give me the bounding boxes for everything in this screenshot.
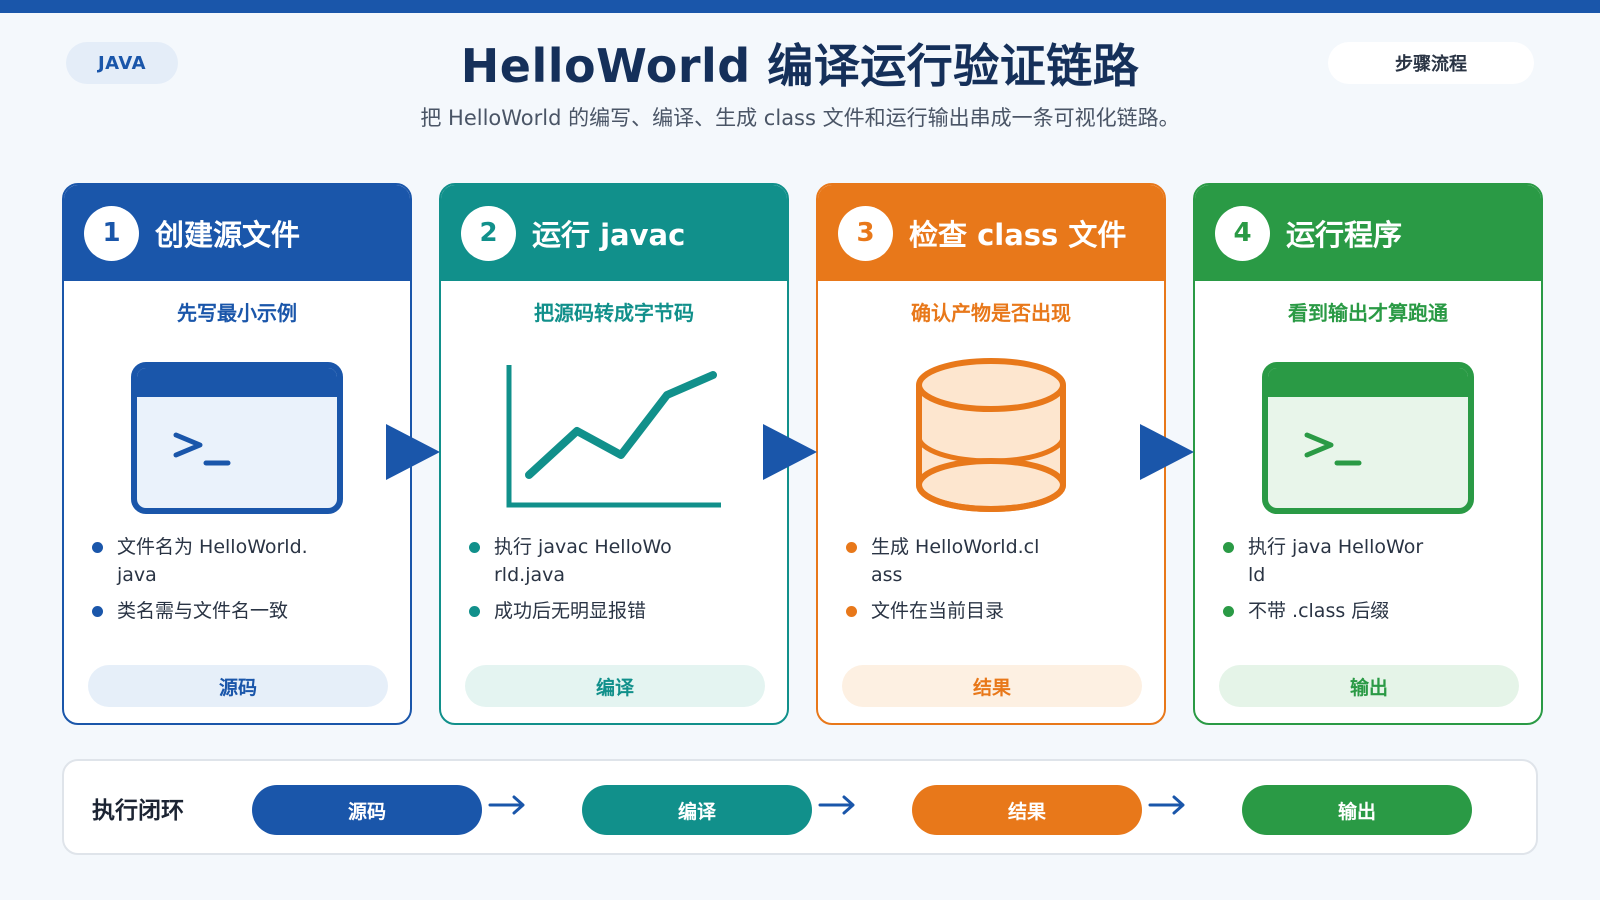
step-stage-pill: 编译 xyxy=(465,665,765,707)
step-stage-pill: 输出 xyxy=(1219,665,1519,707)
bullet-dot-icon xyxy=(846,542,857,553)
step-card-1: 1 创建源文件 先写最小示例 文件名为 HelloWorld. java 类名需… xyxy=(62,183,412,725)
bullet-dot-icon xyxy=(1223,542,1234,553)
step-bullet: 成功后无明显报错 xyxy=(469,597,769,625)
bullet-dot-icon xyxy=(846,606,857,617)
step-subtitle: 先写最小示例 xyxy=(177,301,297,325)
loop-pill-compile: 编译 xyxy=(582,785,812,835)
step-number-badge: 1 xyxy=(84,205,139,261)
step-bullet: 文件在当前目录 xyxy=(846,597,1146,625)
page-title: HelloWorld 编译运行验证链路 xyxy=(460,39,1140,93)
step-bullet-text: 执行 java HelloWor ld xyxy=(1248,536,1424,586)
step-bullet-text: 文件在当前目录 xyxy=(871,600,1005,622)
page-subtitle: 把 HelloWorld 的编写、编译、生成 class 文件和运行输出串成一条… xyxy=(420,106,1180,130)
loop-pill-result: 结果 xyxy=(912,785,1142,835)
loop-label: 执行闭环 xyxy=(92,798,184,824)
step-number-badge: 2 xyxy=(461,205,516,261)
step-bullet-text: 成功后无明显报错 xyxy=(494,600,647,622)
database-cylinder-icon xyxy=(818,345,1164,535)
bullet-dot-icon xyxy=(92,542,103,553)
step-card-header: 1 创建源文件 xyxy=(64,185,410,281)
bullet-dot-icon xyxy=(92,606,103,617)
bullet-dot-icon xyxy=(469,606,480,617)
flow-type-tag: 步骤流程 xyxy=(1328,42,1534,84)
step-stage-pill: 源码 xyxy=(88,665,388,707)
step-subtitle: 把源码转成字节码 xyxy=(534,301,694,325)
step-subtitle: 确认产物是否出现 xyxy=(911,301,1071,325)
step-bullet-list: 文件名为 HelloWorld. java 类名需与文件名一致 xyxy=(92,533,392,633)
step-bullet-text: 不带 .class 后缀 xyxy=(1248,600,1390,622)
step-bullet-list: 执行 javac HelloWo rld.java 成功后无明显报错 xyxy=(469,533,769,633)
step-card-3: 3 检查 class 文件 确认产物是否出现 生成 HelloWorld.cl … xyxy=(816,183,1166,725)
step-bullet: 不带 .class 后缀 xyxy=(1223,597,1523,625)
step-bullet-list: 生成 HelloWorld.cl ass 文件在当前目录 xyxy=(846,533,1146,633)
step-number-badge: 3 xyxy=(838,205,893,261)
loop-arrow-1 xyxy=(488,795,525,815)
step-title: 检查 class 文件 xyxy=(909,218,1127,252)
step-bullet-text: 生成 HelloWorld.cl ass xyxy=(871,536,1040,586)
language-tag: JAVA xyxy=(66,42,178,84)
loop-arrow-2 xyxy=(818,795,855,815)
step-title: 运行程序 xyxy=(1286,218,1403,252)
step-subtitle: 看到输出才算跑通 xyxy=(1288,301,1448,325)
step-bullet: 生成 HelloWorld.cl ass xyxy=(846,533,1146,589)
loop-pill-source: 源码 xyxy=(252,785,482,835)
step-bullet-text: 类名需与文件名一致 xyxy=(117,600,289,622)
step-stage-pill: 结果 xyxy=(842,665,1142,707)
step-number-badge: 4 xyxy=(1215,205,1270,261)
step-card-header: 3 检查 class 文件 xyxy=(818,185,1164,281)
step-arrow-1 xyxy=(386,424,440,480)
step-card-header: 2 运行 javac xyxy=(441,185,787,281)
step-card-header: 4 运行程序 xyxy=(1195,185,1541,281)
step-card-4: 4 运行程序 看到输出才算跑通 执行 java HelloWor ld 不带 .… xyxy=(1193,183,1543,725)
terminal-window-icon xyxy=(1195,345,1541,535)
step-bullet: 类名需与文件名一致 xyxy=(92,597,392,625)
step-bullet-list: 执行 java HelloWor ld 不带 .class 后缀 xyxy=(1223,533,1523,633)
step-bullet: 执行 javac HelloWo rld.java xyxy=(469,533,769,589)
line-chart-icon xyxy=(441,345,787,535)
step-bullet: 执行 java HelloWor ld xyxy=(1223,533,1523,589)
step-card-2: 2 运行 javac 把源码转成字节码 执行 javac HelloWo rld… xyxy=(439,183,789,725)
step-bullet-text: 执行 javac HelloWo rld.java xyxy=(494,536,672,586)
step-title: 运行 javac xyxy=(532,218,686,252)
step-arrow-3 xyxy=(1140,424,1194,480)
terminal-window-icon xyxy=(64,345,410,535)
step-arrow-2 xyxy=(763,424,817,480)
step-bullet: 文件名为 HelloWorld. java xyxy=(92,533,392,589)
bullet-dot-icon xyxy=(469,542,480,553)
step-bullet-text: 文件名为 HelloWorld. java xyxy=(117,536,308,586)
loop-arrow-3 xyxy=(1148,795,1185,815)
execution-loop-panel: 执行闭环 源码 编译 结果 输出 xyxy=(62,759,1538,855)
top-accent-bar xyxy=(0,0,1600,13)
bullet-dot-icon xyxy=(1223,606,1234,617)
loop-pill-output: 输出 xyxy=(1242,785,1472,835)
step-title: 创建源文件 xyxy=(155,218,301,252)
